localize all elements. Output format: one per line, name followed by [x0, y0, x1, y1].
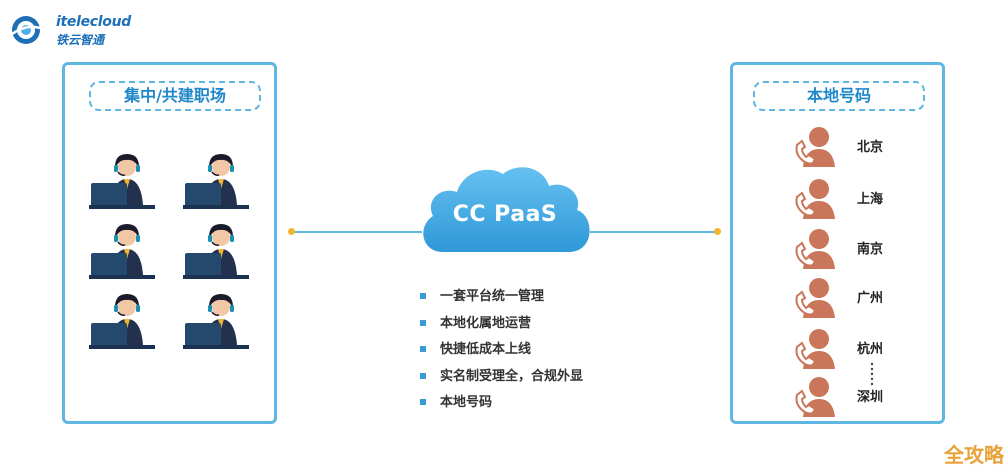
call-center-panel: 集中/共建职场	[62, 62, 277, 424]
agent-with-headset-icon	[87, 153, 157, 215]
caller-icon	[795, 179, 835, 219]
bullet-icon	[420, 293, 426, 299]
city-item: 上海	[733, 175, 933, 221]
agent-with-headset-icon	[181, 293, 251, 355]
city-label: 南京	[857, 242, 884, 257]
city-item: 广州	[733, 274, 933, 320]
bullet-icon	[420, 346, 426, 352]
feature-item: 实名制受理全，合规外显	[420, 367, 583, 394]
left-connector-dot	[288, 228, 295, 235]
feature-item: 本地号码	[420, 393, 583, 420]
city-label: 上海	[857, 192, 884, 207]
caller-icon	[795, 377, 835, 417]
city-label: 杭州	[857, 342, 884, 357]
cloud-icon	[423, 167, 590, 252]
bullet-icon	[420, 372, 426, 379]
city-item: 北京	[733, 123, 933, 169]
city-label: 深圳	[857, 390, 884, 405]
brand-name-cn: 铁云智通	[56, 33, 105, 47]
cloud-label: CC PaaS	[452, 202, 558, 227]
feature-item: 快捷低成本上线	[420, 340, 583, 367]
local-number-title: 本地号码	[753, 81, 925, 111]
feature-list: 一套平台统一管理本地化属地运营快捷低成本上线实名制受理全，合规外显本地号码	[420, 287, 583, 420]
agent-with-headset-icon	[87, 223, 157, 285]
feature-label: 一套平台统一管理	[440, 289, 545, 304]
feature-label: 本地化属地运营	[440, 315, 532, 331]
agent-with-headset-icon	[87, 293, 157, 355]
caller-icon	[795, 229, 835, 269]
cc-paas-cloud: CC PaaS	[415, 160, 595, 256]
more-dots	[870, 362, 874, 386]
bullet-icon	[420, 399, 426, 405]
right-connector	[590, 231, 718, 233]
feature-label: 实名制受理全，合规外显	[440, 368, 584, 384]
agent-with-headset-icon	[181, 153, 251, 215]
city-label: 广州	[857, 291, 884, 306]
city-item: 深圳	[733, 373, 933, 419]
city-label: 北京	[857, 140, 884, 155]
feature-item: 一套平台统一管理	[420, 287, 583, 314]
company-logo: itelecloud 铁云智通	[10, 12, 131, 48]
city-item: 杭州	[733, 325, 933, 371]
city-item: 南京	[733, 225, 933, 271]
call-center-title: 集中/共建职场	[89, 81, 261, 111]
feature-item: 本地化属地运营	[420, 314, 583, 341]
brand-name-en: itelecloud	[56, 14, 131, 30]
watermark: 全攻略	[944, 443, 1004, 467]
bullet-icon	[420, 319, 426, 326]
cloud-globe-icon	[11, 16, 41, 44]
caller-icon	[795, 127, 835, 167]
left-connector	[292, 231, 422, 233]
feature-label: 快捷低成本上线	[440, 342, 532, 357]
right-connector-dot	[714, 228, 721, 235]
feature-label: 本地号码	[440, 395, 493, 410]
caller-icon	[795, 329, 835, 369]
caller-icon	[795, 278, 835, 318]
agent-with-headset-icon	[181, 223, 251, 285]
local-number-panel: 本地号码 北京 上海 南京 广州 杭州 深圳	[730, 62, 945, 424]
